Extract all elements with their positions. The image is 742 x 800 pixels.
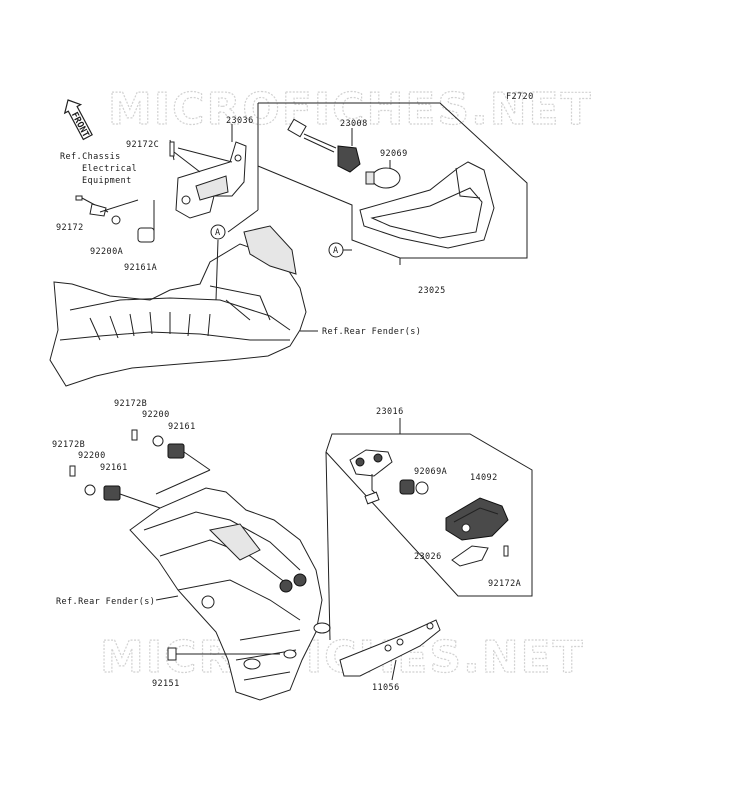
label-11056: 11056 — [372, 683, 400, 693]
label-23016: 23016 — [376, 407, 404, 417]
label-ref-rear-fender-bottom: Ref.Rear Fender(s) — [56, 597, 155, 607]
label-92172A: 92172A — [488, 579, 521, 589]
label-92161-2: 92161 — [100, 463, 128, 473]
figure-code: F2720 — [506, 92, 534, 102]
reflector-23026 — [451, 545, 489, 567]
label-23025: 23025 — [418, 286, 446, 296]
front-arrow-icon: FRONT — [63, 99, 93, 141]
label-ref-chassis-3: Equipment — [82, 176, 132, 186]
rear-frame — [49, 225, 307, 387]
washer-92200-1 — [152, 435, 164, 447]
screw-92172A — [503, 545, 509, 557]
bulb-socket-23008 — [287, 118, 361, 173]
callout-a-left — [210, 224, 226, 240]
bracket-23036 — [175, 141, 247, 219]
screw-92172B-1 — [131, 429, 138, 441]
bracket-clip — [89, 203, 107, 217]
watermark-top: MICROFICHES.NET — [108, 84, 593, 135]
nut-92161-2 — [103, 485, 121, 501]
label-92161-1: 92161 — [168, 422, 196, 432]
label-92172: 92172 — [56, 223, 84, 233]
label-23008: 23008 — [340, 119, 368, 129]
label-92200A: 92200A — [90, 247, 123, 257]
screw-92151 — [167, 647, 280, 661]
label-23026: 23026 — [414, 552, 442, 562]
turn-signal-23016 — [349, 449, 393, 505]
nut-92161-1 — [167, 443, 185, 459]
label-ref-chassis-2: Electrical — [82, 164, 137, 174]
label-92172B-2: 92172B — [52, 440, 85, 450]
label-23036: 23036 — [226, 116, 254, 126]
label-ref-chassis-1: Ref.Chassis — [60, 152, 121, 162]
watermark-bottom: MICROFICHES.NET — [100, 632, 585, 683]
label-92069A: 92069A — [414, 467, 447, 477]
callout-a-right-label: A — [333, 246, 339, 256]
label-92161A: 92161A — [124, 263, 157, 273]
label-14092: 14092 — [470, 473, 498, 483]
taillight-lens-23025 — [359, 161, 495, 249]
rear-fender-assembly — [129, 487, 331, 701]
screw-92172C — [169, 141, 175, 157]
grommet-92161A — [137, 227, 155, 243]
label-92172B-1: 92172B — [114, 399, 147, 409]
label-ref-rear-fender-top: Ref.Rear Fender(s) — [322, 327, 421, 337]
screw-92172B-2 — [69, 465, 76, 477]
license-bracket-11056 — [339, 619, 441, 677]
label-92172C: 92172C — [126, 140, 159, 150]
washer-92200A — [111, 215, 121, 225]
label-92151: 92151 — [152, 679, 180, 689]
washer-92200-2 — [84, 484, 96, 496]
bulb-92069 — [365, 167, 401, 189]
label-92200-2: 92200 — [78, 451, 106, 461]
label-92069: 92069 — [380, 149, 408, 159]
turn-signal-group-box — [325, 433, 533, 597]
callout-a-left-label: A — [215, 228, 221, 238]
lens-14092 — [445, 497, 509, 541]
bulb-92069A — [399, 479, 429, 495]
label-92200-1: 92200 — [142, 410, 170, 420]
